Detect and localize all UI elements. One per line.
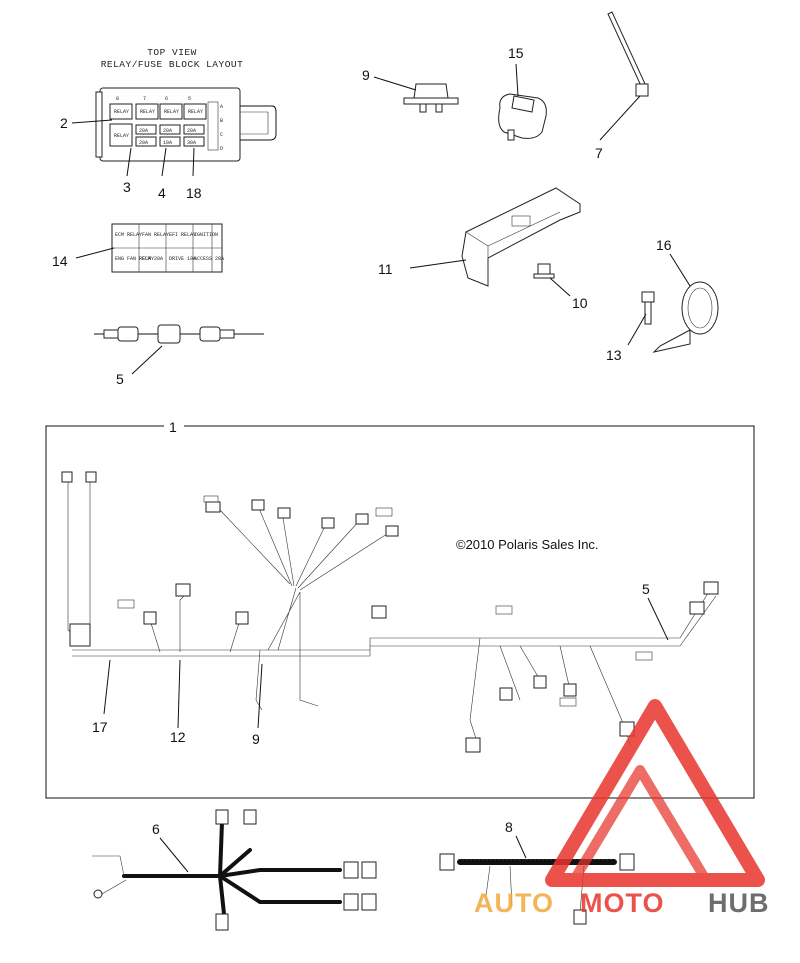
slot-number-5: 5 — [188, 96, 191, 102]
circuit-breaker-group: 9 — [362, 67, 459, 113]
cable-tie-group: 7 — [595, 11, 649, 161]
callout-12: 12 — [170, 729, 186, 745]
decal-cell-6: ECM 20A — [142, 256, 163, 262]
callout-15: 15 — [508, 45, 524, 61]
callout-16: 16 — [656, 237, 672, 253]
bracket-group: 11 — [378, 187, 581, 287]
sensor-connector — [498, 93, 547, 139]
callout-14: 14 — [52, 253, 68, 269]
fuse-2 — [159, 124, 181, 135]
decal-cell-5: ENG FAN RELAY — [115, 256, 154, 262]
side-letter-b: B — [220, 118, 223, 124]
slot-number-8: 8 — [116, 96, 119, 102]
inline-fuse-holder — [157, 324, 181, 344]
callout-5-harness: 5 — [642, 581, 650, 597]
p-clamp — [681, 281, 719, 335]
relay-label-4: RELAY — [188, 109, 203, 115]
callout-6: 6 — [152, 821, 160, 837]
fuse-block-title-line1: TOP VIEW — [147, 47, 197, 58]
decal-cell-8: ACCESS 20A — [194, 256, 224, 262]
fuse-decal-group: ECM RELAY FAN RELAY EFI RELAY IGNITION E… — [52, 223, 224, 273]
relay-label-3: RELAY — [164, 109, 179, 115]
decal-cell-3: EFI RELAY — [169, 232, 196, 238]
callout-8: 8 — [505, 819, 513, 835]
relay-1 — [109, 103, 133, 120]
watermark-text-hub: HUB — [708, 888, 770, 918]
callout-17: 17 — [92, 719, 108, 735]
copyright-notice: ©2010 Polaris Sales Inc. — [456, 537, 599, 552]
relay-3 — [159, 103, 183, 120]
relay-label-1: RELAY — [114, 109, 129, 115]
fuse-rating-2: 20A — [163, 128, 172, 134]
main-harness-frame — [45, 425, 755, 799]
main-harness-group: 1 ©2010 Polaris Sales Inc. — [45, 419, 755, 799]
harness-connector-left — [69, 623, 91, 647]
side-letter-d: D — [220, 146, 223, 152]
callout-4: 4 — [158, 185, 166, 201]
push-rivet-group: 10 — [533, 263, 588, 311]
fuse-5 — [159, 136, 181, 147]
mounting-bracket — [461, 187, 581, 287]
callout-9-top: 9 — [362, 67, 370, 83]
fuse-block-title-line2: RELAY/FUSE BLOCK LAYOUT — [101, 59, 244, 70]
callout-1: 1 — [169, 419, 177, 435]
decal-cell-4: IGNITION — [194, 232, 218, 238]
watermark-text-moto: MOTO — [580, 888, 665, 918]
callout-5-inline: 5 — [116, 371, 124, 387]
fuse-rating-6: 30A — [187, 140, 196, 146]
fuse-rating-1: 20A — [139, 128, 148, 134]
callout-18: 18 — [186, 185, 202, 201]
sub-harness-6-group: 6 — [92, 809, 377, 931]
bolt-clamp-group: 13 16 — [606, 237, 719, 363]
sub-harness-6 — [122, 820, 342, 916]
callout-7: 7 — [595, 145, 603, 161]
decal-cell-7: DRIVE 10A — [169, 256, 196, 262]
circuit-breaker — [413, 83, 449, 99]
watermark-text-auto: AUTO — [474, 888, 554, 918]
relay-2 — [135, 103, 159, 120]
bolt-head — [641, 291, 655, 303]
callout-10: 10 — [572, 295, 588, 311]
fuse-6 — [183, 136, 205, 147]
decal-cell-1: ECM RELAY — [115, 232, 142, 238]
relay-4 — [183, 103, 207, 120]
bolt — [644, 301, 652, 325]
fuse-rating-3: 20A — [187, 128, 196, 134]
connector-15-group: 15 — [498, 45, 547, 141]
callout-11: 11 — [378, 261, 393, 277]
callout-3: 3 — [123, 179, 131, 195]
slot-number-6: 6 — [165, 96, 168, 102]
fuse-3 — [183, 124, 205, 135]
relay-5 — [109, 123, 133, 147]
watermark-logo: AUTO MOTO HUB — [474, 699, 770, 918]
inline-fuse-group: 5 — [94, 324, 264, 387]
callout-13: 13 — [606, 347, 622, 363]
fuse-rating-4: 20A — [139, 140, 148, 146]
relay-label-2: RELAY — [140, 109, 155, 115]
fuse-rating-5: 10A — [163, 140, 172, 146]
harness-drawing — [61, 471, 719, 753]
relay-label-5: RELAY — [114, 133, 129, 139]
side-letter-c: C — [220, 132, 223, 138]
slot-number-7: 7 — [143, 96, 146, 102]
decal-cell-2: FAN RELAY — [142, 232, 169, 238]
fuse-block-group: TOP VIEW RELAY/FUSE BLOCK LAYOUT 8 7 6 5… — [60, 47, 277, 201]
fuse-4 — [135, 136, 157, 147]
fuse-1 — [135, 124, 157, 135]
side-letter-a: A — [220, 104, 223, 110]
callout-9-harness: 9 — [252, 731, 260, 747]
cable-tie — [607, 11, 647, 89]
fuse-block-bracket — [240, 105, 277, 141]
callout-2: 2 — [60, 115, 68, 131]
